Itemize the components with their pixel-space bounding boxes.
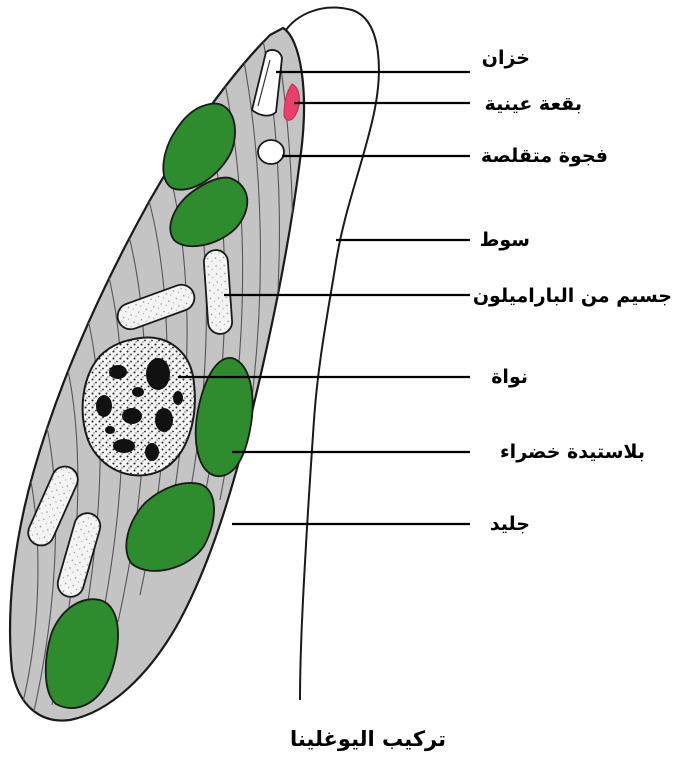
- nucleus: [83, 337, 195, 475]
- contractile-vacuole: [258, 140, 284, 164]
- label-eyespot: بقعة عينية: [485, 93, 582, 115]
- label-reservoir: خزان: [482, 47, 530, 69]
- label-contractile-vacuole: فجوة متقلصة: [481, 145, 608, 167]
- label-paramylon-body: جسيم من الباراميلون: [473, 285, 672, 307]
- diagram-caption: تركيب اليوغلينا: [290, 727, 446, 751]
- label-pellicle: جليد: [490, 513, 530, 535]
- label-chloroplast: بلاستيدة خضراء: [500, 441, 645, 463]
- label-nucleus: نواة: [491, 366, 528, 388]
- label-flagellum: سوط: [480, 229, 530, 251]
- paramylon-body: [203, 249, 233, 334]
